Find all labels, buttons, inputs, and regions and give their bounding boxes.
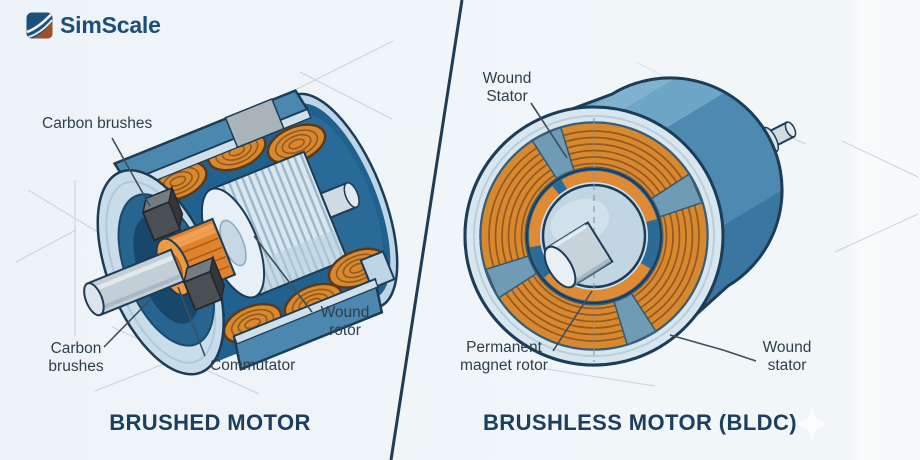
simscale-logo: SimScale: [26, 12, 161, 39]
carbon-brush-bottom: [182, 254, 226, 312]
leader-carbon-brushes-top: [111, 137, 151, 207]
panel-divider-line: [389, 0, 464, 460]
brushed-motor-figure: [83, 88, 399, 376]
simscale-logo-icon: [26, 12, 53, 39]
title-brushed-motor: BRUSHED MOTOR: [109, 410, 311, 435]
label-line: magnet rotor: [460, 357, 548, 375]
wound-rotor: [200, 150, 349, 299]
bldc-motor-figure: [463, 76, 797, 367]
label-line: Carbon: [50, 340, 102, 357]
title-brushless-motor: BRUSHLESS MOTOR (BLDC): [483, 410, 797, 435]
brushed-shaft: [83, 248, 186, 317]
label-line: Stator: [486, 88, 528, 106]
label-line: brushes: [48, 358, 104, 376]
label-line: Permanent: [466, 339, 542, 356]
leader-wound-rotor: [253, 235, 313, 313]
label-line: Wound: [482, 70, 532, 87]
leader-permanent-magnet-rotor: [552, 290, 593, 352]
label-carbon-brushes-bottom: Carbon brushes: [38, 340, 114, 376]
label-wound-stator-bottom: Wound stator: [755, 339, 819, 375]
leader-commutator: [177, 286, 206, 357]
leader-wound-stator-bottom: [669, 334, 757, 362]
label-line: Wound: [320, 304, 370, 321]
label-line: rotor: [329, 322, 361, 340]
simscale-logo-text: SimScale: [60, 12, 161, 38]
brushed-casing-bottom-shell: [232, 250, 396, 371]
label-carbon-brushes-top: Carbon brushes: [42, 115, 153, 132]
label-commutator: Commutator: [210, 357, 296, 374]
label-wound-rotor: Wound rotor: [313, 304, 377, 340]
sparkle-icon: [794, 406, 830, 442]
brushed-rear-shaft: [319, 181, 360, 219]
label-line: stator: [767, 357, 807, 375]
label-permanent-magnet-rotor: Permanent magnet rotor: [437, 339, 571, 375]
label-line: Wound: [762, 339, 812, 356]
leader-wound-stator-top: [530, 102, 568, 159]
carbon-brush-top: [141, 185, 184, 242]
leader-carbon-brushes-bottom: [103, 299, 151, 348]
bldc-front-shaft: [543, 221, 614, 289]
leader-lines: [103, 102, 757, 362]
label-wound-stator-top: Wound Stator: [475, 70, 539, 106]
